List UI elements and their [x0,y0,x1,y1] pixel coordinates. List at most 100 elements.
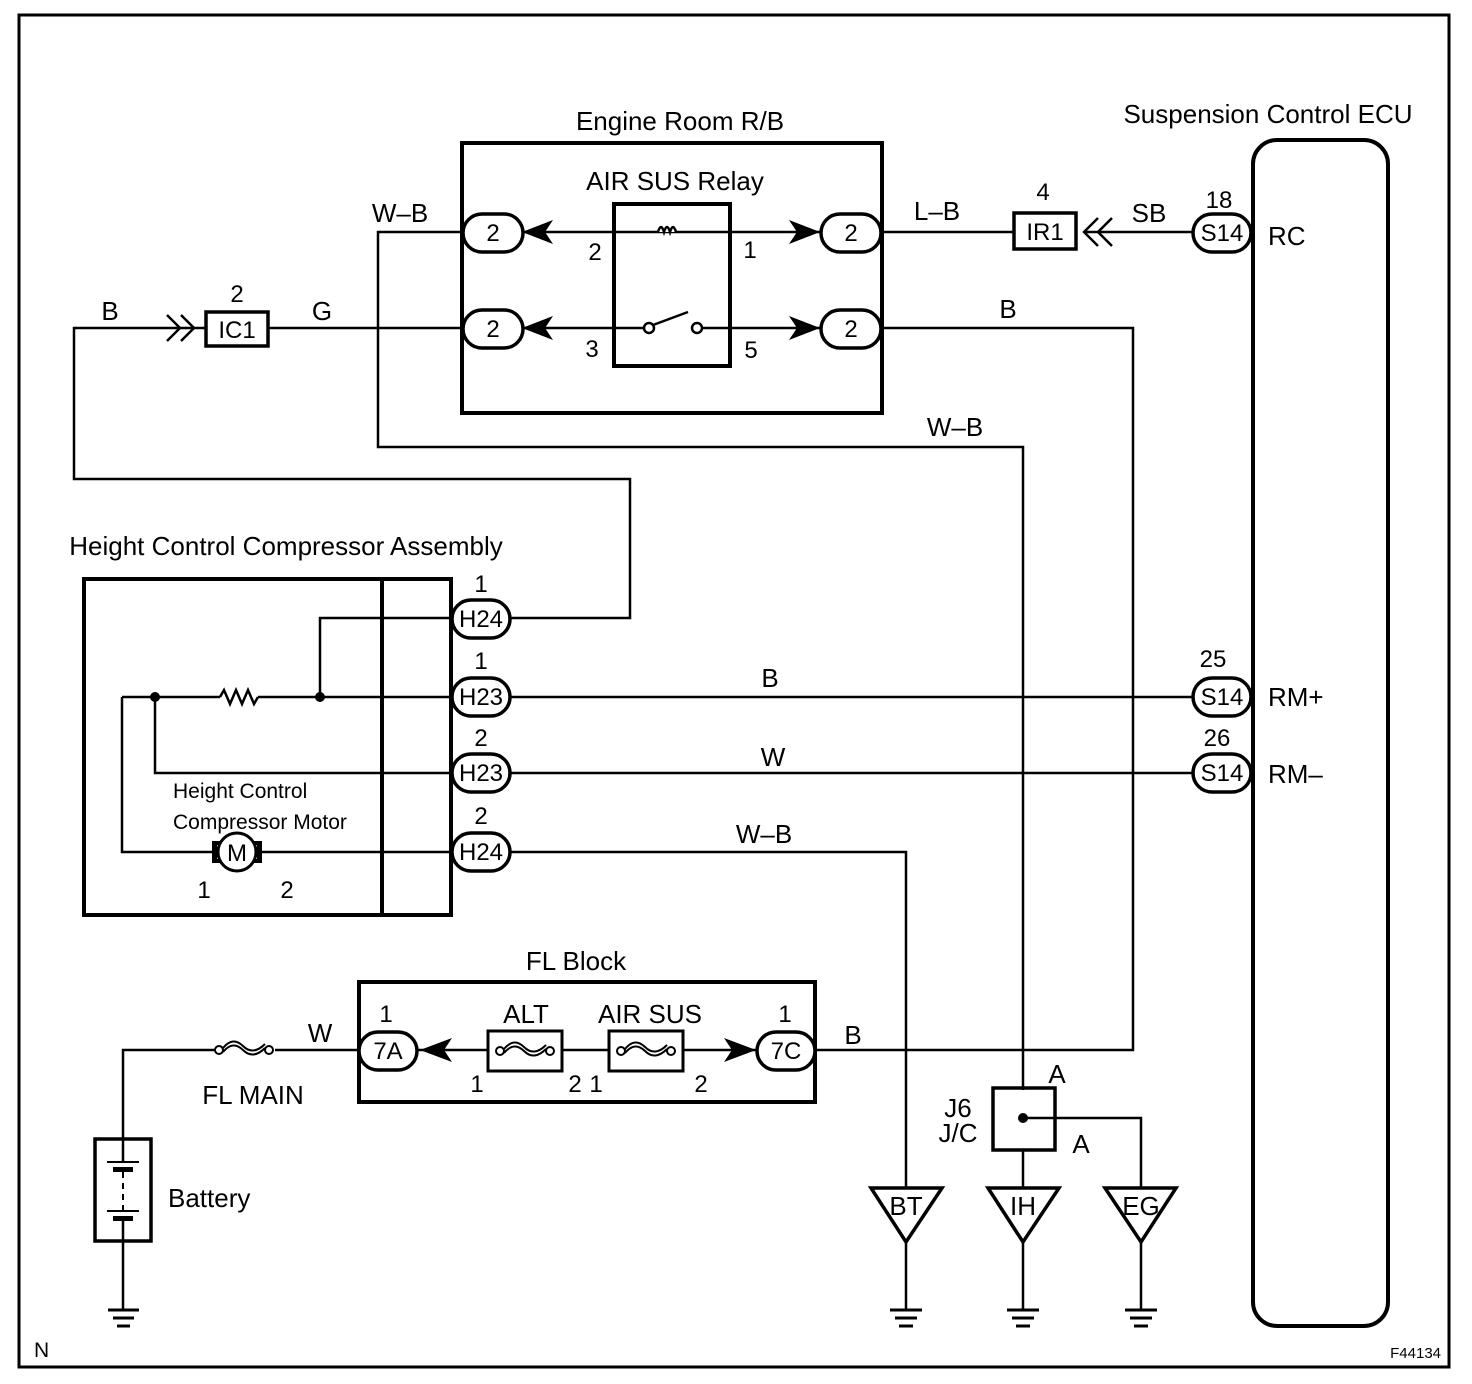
connector-7c: 7C 1 [755,1001,817,1072]
compressor-box [82,577,453,917]
svg-text:H23: H23 [459,684,503,711]
relay-coil-icon [656,225,678,237]
connector-pin-number: 1 [379,1001,392,1028]
fuse-air-sus: AIR SUS [598,999,702,1073]
svg-text:7A: 7A [373,1038,402,1065]
connector-7a: 7A 1 [357,1001,419,1072]
wire-color-label: W–B [736,819,792,849]
motor-icon: M [212,831,262,873]
wire-color-label: W [308,1018,333,1048]
connector-arrow-icon [789,316,820,340]
connector-rb-top-right: 2 [819,212,883,254]
wire-color-label: SB [1132,198,1167,228]
svg-text:2: 2 [486,316,499,343]
fuse-pin-label: 1 [470,1071,483,1098]
motor-label: Height Control [173,780,307,803]
fl-block: FL Block ALT AIR SUS 1 2 1 2 7A [357,946,817,1104]
connector-pin-number: 2 [474,803,487,830]
relay-pin-label: 2 [588,239,601,266]
connector-pin-number: 1 [474,571,487,598]
connector-rb-bottom-right: 2 [819,308,883,350]
suspension-control-ecu: Suspension Control ECU RC RM+ RM– [1123,99,1413,1328]
battery-icon [93,1137,153,1243]
fuse-alt: ALT [486,999,564,1073]
connector-pin-number: 2 [474,725,487,752]
fuse-pin-label: 1 [589,1071,602,1098]
svg-text:H24: H24 [459,606,503,633]
connector-rb-top-left: 2 [461,212,525,254]
connector-h23-2: H23 2 [450,725,512,794]
fl-block-title: FL Block [526,946,627,976]
connector-arrow-icon [522,220,553,244]
wire-color-label: B [101,296,118,326]
motor-pin-label: 1 [197,877,210,904]
wire-color-label: B [844,1020,861,1050]
svg-text:7C: 7C [771,1038,802,1065]
svg-text:ALT: ALT [503,999,549,1029]
internal-wire [120,697,212,854]
connector-pin-number: 2 [230,281,243,308]
connector-ir1: IR1 4 [1012,179,1078,251]
figure-id-label: F44134 [1390,1345,1441,1362]
connector-h24-1: H24 1 [450,571,512,640]
junction-pin-label: A [1048,1059,1066,1089]
svg-text:EG: EG [1122,1191,1160,1221]
connector-ic1: IC1 2 [204,281,270,348]
fuse-pin-label: 2 [568,1071,581,1098]
diagram-frame [17,13,1451,1369]
wire-w-b-relay [376,230,1025,1090]
ecu-terminal-rm-minus: RM– [1268,759,1323,789]
connector-pin-number: 1 [778,1001,791,1028]
ground-icon [108,1308,139,1328]
connector-h23-1: H23 1 [450,648,512,718]
wire-b-airsus [815,326,1135,1052]
svg-text:AIR SUS: AIR SUS [598,999,702,1029]
svg-text:S14: S14 [1201,760,1244,787]
ecu-box [1251,138,1390,1328]
engine-room-rb: Engine Room R/B AIR SUS Relay 2 1 3 5 2 … [460,106,884,415]
connector-pin-number: 26 [1204,725,1231,752]
svg-text:M: M [227,840,247,867]
compressor-title: Height Control Compressor Assembly [69,531,503,561]
svg-text:IR1: IR1 [1026,219,1063,246]
svg-text:2: 2 [486,220,499,247]
svg-text:H23: H23 [459,760,503,787]
relay-pin-label: 3 [585,336,598,363]
resistor-icon [218,686,260,708]
relay-box [612,202,732,368]
junction-connector-j6: J6 J/C A A [939,1059,1091,1159]
ground-icon [1007,1308,1039,1328]
fl-main-label: FL MAIN [202,1080,304,1110]
relay-title: AIR SUS Relay [586,166,764,196]
connector-s14-rm-minus: S14 26 [1191,725,1253,794]
wire-color-label: W–B [927,412,983,442]
wire-color-label: B [761,663,778,693]
diagram-code-label: N [34,1339,49,1362]
svg-text:BT: BT [889,1191,922,1221]
wire-color-label: L–B [914,196,960,226]
ecu-title: Suspension Control ECU [1123,99,1412,129]
relay-contact-icon [690,321,704,335]
wire-w-b-ground [510,850,908,1190]
wire-color-label: G [312,296,332,326]
connector-arrow-icon [420,1038,452,1062]
junction-label: J6 [944,1093,971,1123]
motor-pin-label: 2 [280,877,293,904]
relay-switch-arm-icon [652,310,689,327]
connector-s14-rm-plus: S14 25 [1191,646,1253,718]
svg-text:IC1: IC1 [218,317,255,344]
engine-room-rb-title: Engine Room R/B [576,106,784,136]
connector-pin-number: 18 [1206,187,1233,214]
ground-icon [890,1308,922,1328]
height-control-compressor-assembly: Height Control Compressor Assembly M Hei… [69,531,503,917]
wire-color-label: W [761,742,786,772]
connector-arrow-icon [789,220,820,244]
wire-battery [121,1048,215,1139]
connector-pin-number: 4 [1036,179,1049,206]
internal-wire [318,616,451,697]
junction-pin-label: A [1072,1129,1090,1159]
ecu-terminal-rc: RC [1268,221,1306,251]
internal-wire [153,697,451,775]
wire-color-label: W–B [372,198,428,228]
